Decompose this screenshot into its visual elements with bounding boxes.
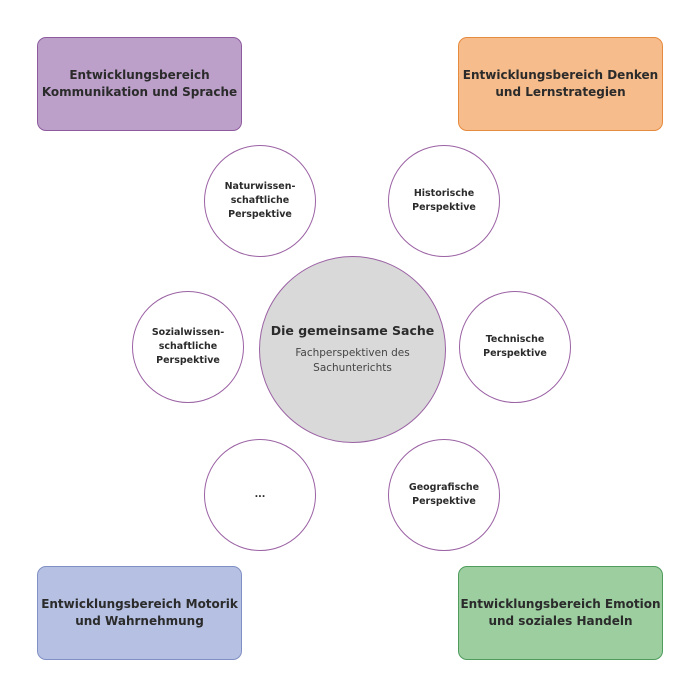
circle-label-line1: ... bbox=[254, 489, 266, 500]
box-label-line1: Entwicklungsbereich Motorik bbox=[41, 597, 238, 611]
perspective-geographic: Geografische Perspektive bbox=[388, 439, 500, 551]
box-label-line2: und Lernstrategien bbox=[495, 85, 626, 99]
perspective-natural-science: Naturwissen- schaftliche Perspektive bbox=[204, 145, 316, 257]
box-label-line2: Kommunikation und Sprache bbox=[41, 85, 238, 99]
circle-label-line1: Technische bbox=[485, 334, 545, 345]
center-subtitle: Fachperspektiven des Sachunterichts bbox=[295, 346, 409, 376]
development-area-motor-perception: Entwicklungsbereich Motorik und Wahrnehm… bbox=[37, 566, 242, 660]
circle-label-line1: Geografische bbox=[408, 482, 480, 493]
box-label-line1: Entwicklungsbereich Denken bbox=[462, 68, 659, 82]
development-area-thinking-learning: Entwicklungsbereich Denken und Lernstrat… bbox=[458, 37, 663, 131]
box-label-line2: und Wahrnehmung bbox=[75, 614, 204, 628]
circle-label-line2: schaftliche Perspektive bbox=[156, 341, 220, 366]
circle-label-line2: Perspektive bbox=[412, 202, 476, 213]
development-area-communication-language: Entwicklungsbereich Kommunikation und Sp… bbox=[37, 37, 242, 131]
perspective-more: ... bbox=[204, 439, 316, 551]
development-area-emotion-social: Entwicklungsbereich Emotion und soziales… bbox=[458, 566, 663, 660]
center-subtitle-line2: Sachunterichts bbox=[313, 362, 392, 374]
center-title: Die gemeinsame Sache bbox=[270, 323, 435, 338]
circle-label-line1: Sozialwissen- bbox=[151, 327, 225, 338]
center-subtitle-line1: Fachperspektiven des bbox=[295, 347, 410, 359]
box-label-line1: Entwicklungsbereich bbox=[69, 68, 210, 82]
circle-label-line1: Historische bbox=[413, 188, 475, 199]
circle-label-line1: Naturwissen- bbox=[224, 181, 296, 192]
center-common-subject: Die gemeinsame Sache Fachperspektiven de… bbox=[259, 256, 446, 443]
perspective-social-science: Sozialwissen- schaftliche Perspektive bbox=[132, 291, 244, 403]
circle-label-line2: schaftliche Perspektive bbox=[228, 195, 292, 220]
box-label-line2: und soziales Handeln bbox=[488, 614, 633, 628]
circle-label-line2: Perspektive bbox=[412, 496, 476, 507]
perspective-technical: Technische Perspektive bbox=[459, 291, 571, 403]
circle-label-line2: Perspektive bbox=[483, 348, 547, 359]
perspective-historical: Historische Perspektive bbox=[388, 145, 500, 257]
box-label-line1: Entwicklungsbereich Emotion bbox=[460, 597, 661, 611]
